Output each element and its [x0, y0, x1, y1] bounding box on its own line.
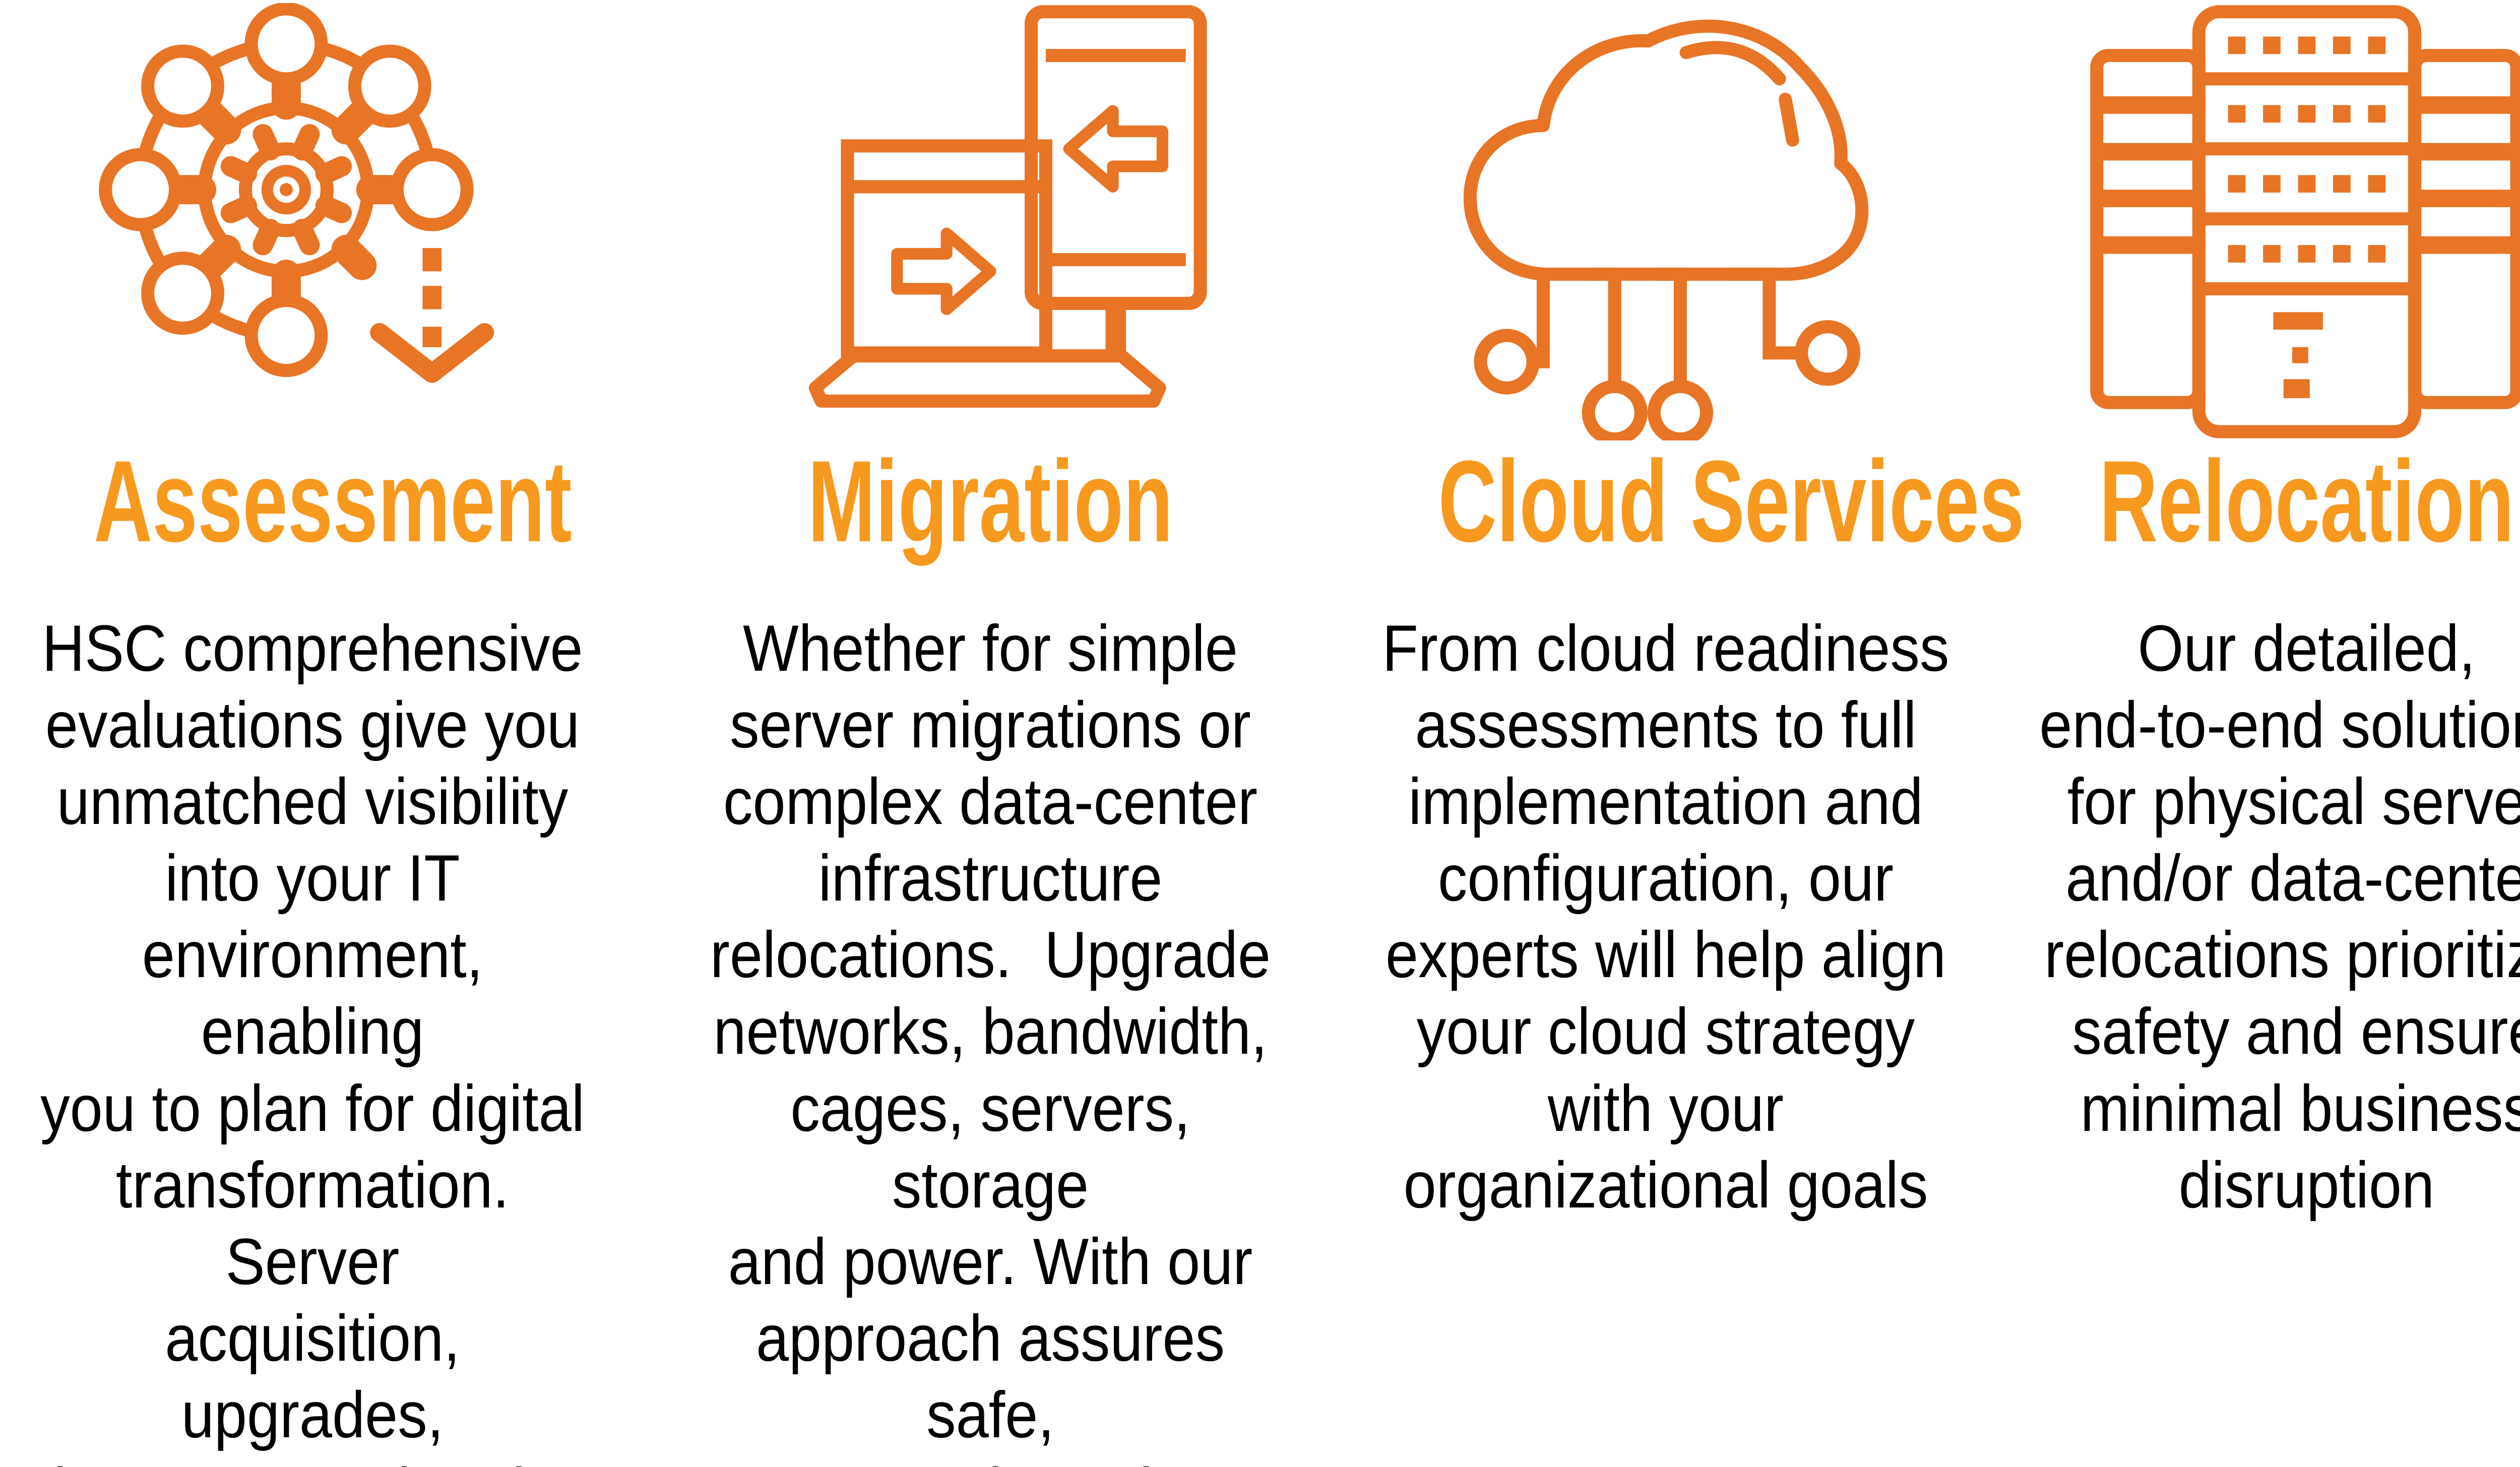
- column-relocation: Relocation Our detailed, end-to-end solu…: [2006, 0, 2520, 1223]
- assessment-icon-box: [0, 0, 625, 443]
- cloud-services-icon-box: [1341, 0, 1991, 443]
- column-cloud-services: Cloud Services From cloud readiness asse…: [1341, 0, 2025, 1223]
- relocation-icon-box: [2006, 0, 2520, 443]
- assessment-description: HSC comprehensive evaluations give you u…: [34, 611, 591, 1467]
- migration-icon-box: [668, 0, 1313, 443]
- migration-devices-transfer-icon: [808, 5, 1207, 408]
- cloud-services-title: Cloud Services: [1438, 436, 2025, 566]
- migration-description: Whether for simple server migrations or …: [710, 611, 1271, 1467]
- migration-title: Migration: [807, 436, 1173, 566]
- assessment-title: Assessment: [94, 436, 572, 566]
- column-migration: Migration Whether for simple server migr…: [668, 0, 1313, 1467]
- relocation-description: Our detailed, end-to-end solutions for p…: [2039, 611, 2520, 1222]
- assessment-network-gear-download-icon: [99, 3, 494, 383]
- server-racks-icon: [2090, 5, 2520, 438]
- cloud-connections-icon: [1463, 19, 1869, 440]
- column-assessment: Assessment HSC comprehensive evaluations…: [0, 0, 625, 1467]
- relocation-title: Relocation: [2099, 436, 2514, 566]
- cloud-services-description: From cloud readiness assessments to full…: [1382, 611, 1949, 1222]
